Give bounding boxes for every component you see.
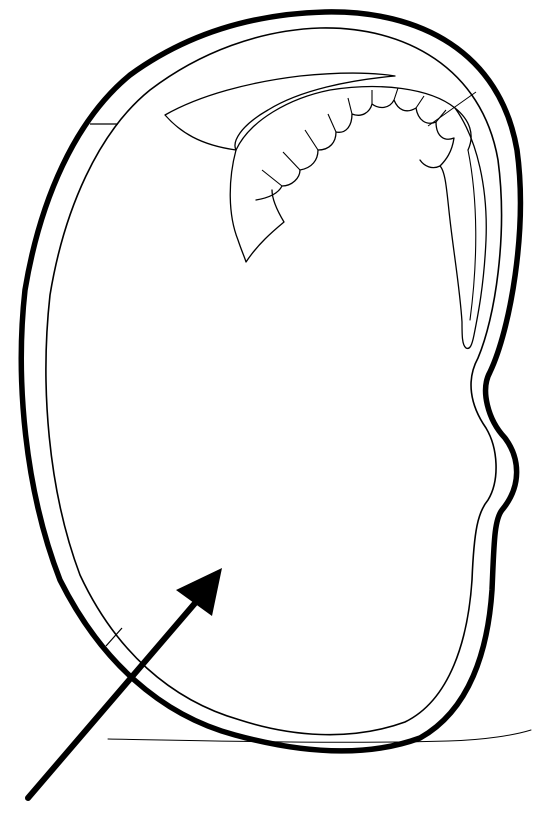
embryo-radicle-inner [468,150,476,320]
pointer-arrow-head [176,568,222,616]
embryo-hypocotyl [236,87,471,150]
embryo-plumule [165,73,395,150]
seed-coat-inner [46,28,502,735]
embryo-plumule-lobe [230,150,284,262]
seed-coat-outer [21,12,520,751]
pointer-arrow-shaft [28,602,196,798]
embryo-radicle [440,108,486,348]
embryo-scallops [256,100,454,200]
ground-line [108,730,531,742]
coat-notch [106,628,122,646]
